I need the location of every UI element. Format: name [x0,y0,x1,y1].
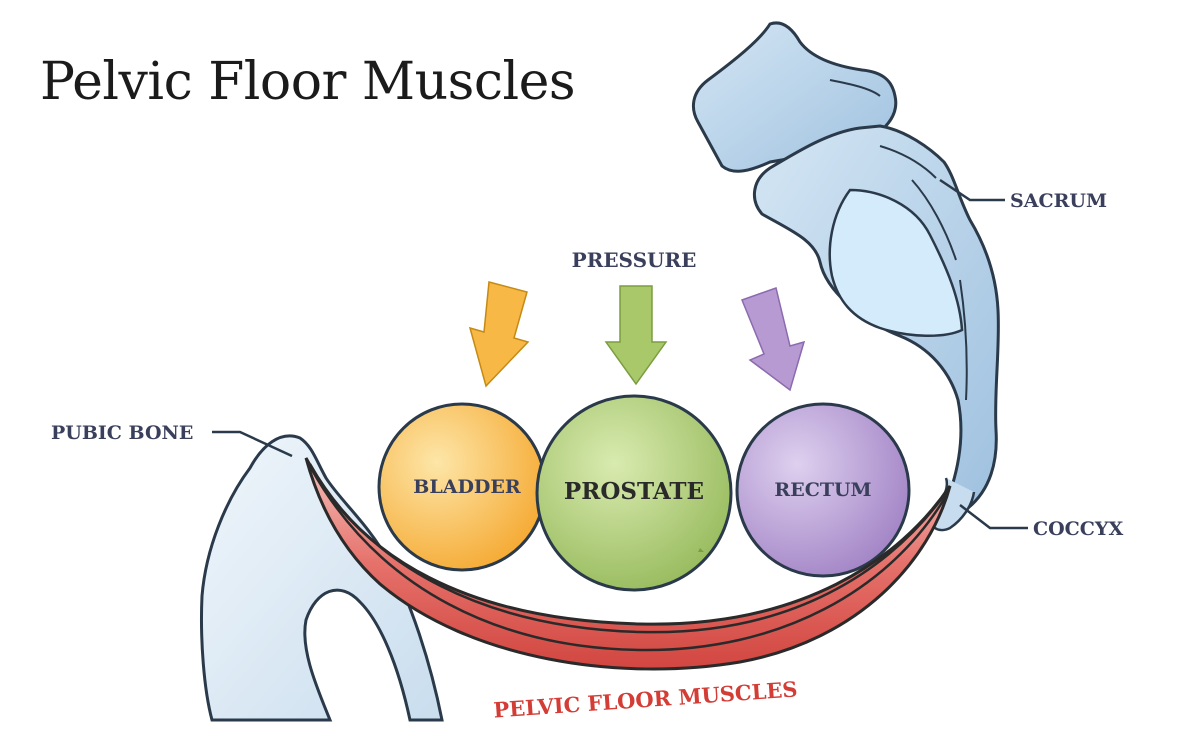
pubic-bone-leader [212,430,293,458]
arrow-down-icon [468,281,530,388]
prostate-organ [535,394,733,592]
sacrum [753,124,1000,532]
coccyx-label: COCCYX [1033,518,1123,540]
pubic-bone-label: PUBIC BONE [51,422,193,444]
organs [377,394,911,592]
page-title: Pelvic Floor Muscles [40,52,576,112]
pubic-bone [199,434,444,722]
sacrum-label: SACRUM [1010,190,1107,212]
arrow-down-icon [741,287,806,392]
pressure-label: PRESSURE [572,248,697,272]
coccyx-leader [959,504,1028,530]
arrow-down-icon [604,285,668,386]
pelvic-floor-muscles-label: PELVIC FLOOR MUSCLES [493,676,799,722]
pressure-arrows [468,281,806,392]
rectum-organ [735,402,911,578]
prostate-label: PROSTATE [564,478,704,505]
leader-lines [212,178,1028,530]
rectum-label: RECTUM [774,479,871,501]
sacrum-leader [939,178,1005,202]
pelvic-floor-muscle [304,457,952,671]
bladder-label: BLADDER [413,476,521,498]
